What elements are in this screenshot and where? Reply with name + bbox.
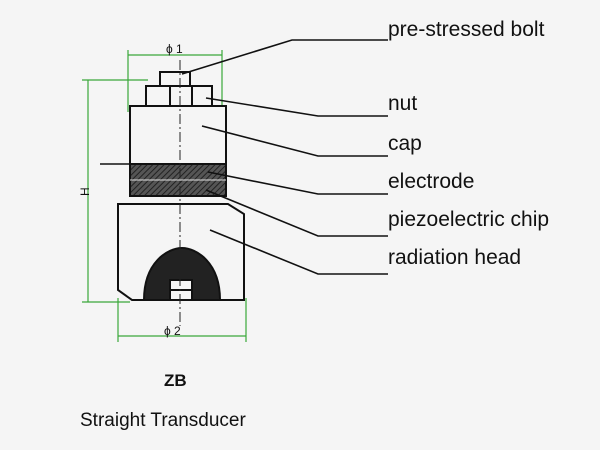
leader-piezo [205,189,388,237]
leader-head [209,229,388,275]
leader-electrode [207,171,388,195]
leader-bolt [181,39,388,75]
dimension-lines [82,50,247,342]
leader-nut [205,97,388,117]
model-name: ZB [164,371,187,390]
label-piezoelectric-chip: piezoelectric chip [388,208,550,231]
bolt-head [159,71,191,87]
dimension-phi2: ϕ 2 [164,324,181,338]
dimension-h: H [78,187,92,196]
label-electrode: electrode [388,170,475,193]
label-radiation-head: radiation head [388,246,522,269]
label-nut: nut [388,92,418,115]
transducer-body [117,71,245,301]
dimension-phi1: ϕ 1 [166,42,183,56]
label-cap: cap [388,132,422,155]
diagram-caption: Straight Transducer [80,410,246,431]
leader-lines [100,39,388,275]
label-pre-stressed-bolt: pre-stressed bolt [388,18,545,41]
nut-shape [145,85,213,107]
dome-cavity [142,246,222,301]
leader-cap [201,125,388,157]
cap-shape [129,105,227,165]
